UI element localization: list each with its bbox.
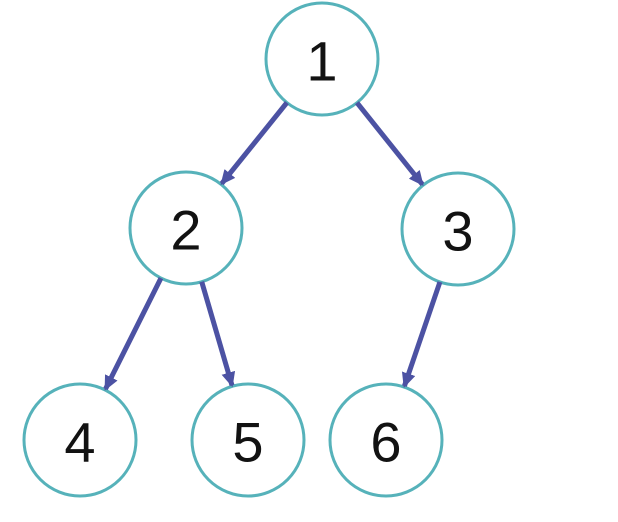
node-circle-5 [190, 382, 306, 498]
node-label-2: 2 [170, 199, 201, 262]
edge-1-3 [355, 101, 425, 187]
node-circle-2 [128, 170, 244, 286]
node-label-6: 6 [370, 411, 401, 474]
node-label-3: 3 [442, 200, 473, 263]
node-label-1: 1 [306, 30, 337, 93]
edge-3-6 [401, 281, 443, 388]
edge-2-5 [199, 281, 236, 388]
node-circle-6 [328, 382, 444, 498]
node-circle-4 [22, 382, 138, 498]
node-circle-3 [400, 171, 516, 287]
edge-2-4 [103, 276, 164, 391]
edge-1-2 [219, 101, 289, 186]
node-label-4: 4 [64, 411, 95, 474]
node-label-5: 5 [232, 411, 263, 474]
node-circle-1 [264, 1, 380, 117]
